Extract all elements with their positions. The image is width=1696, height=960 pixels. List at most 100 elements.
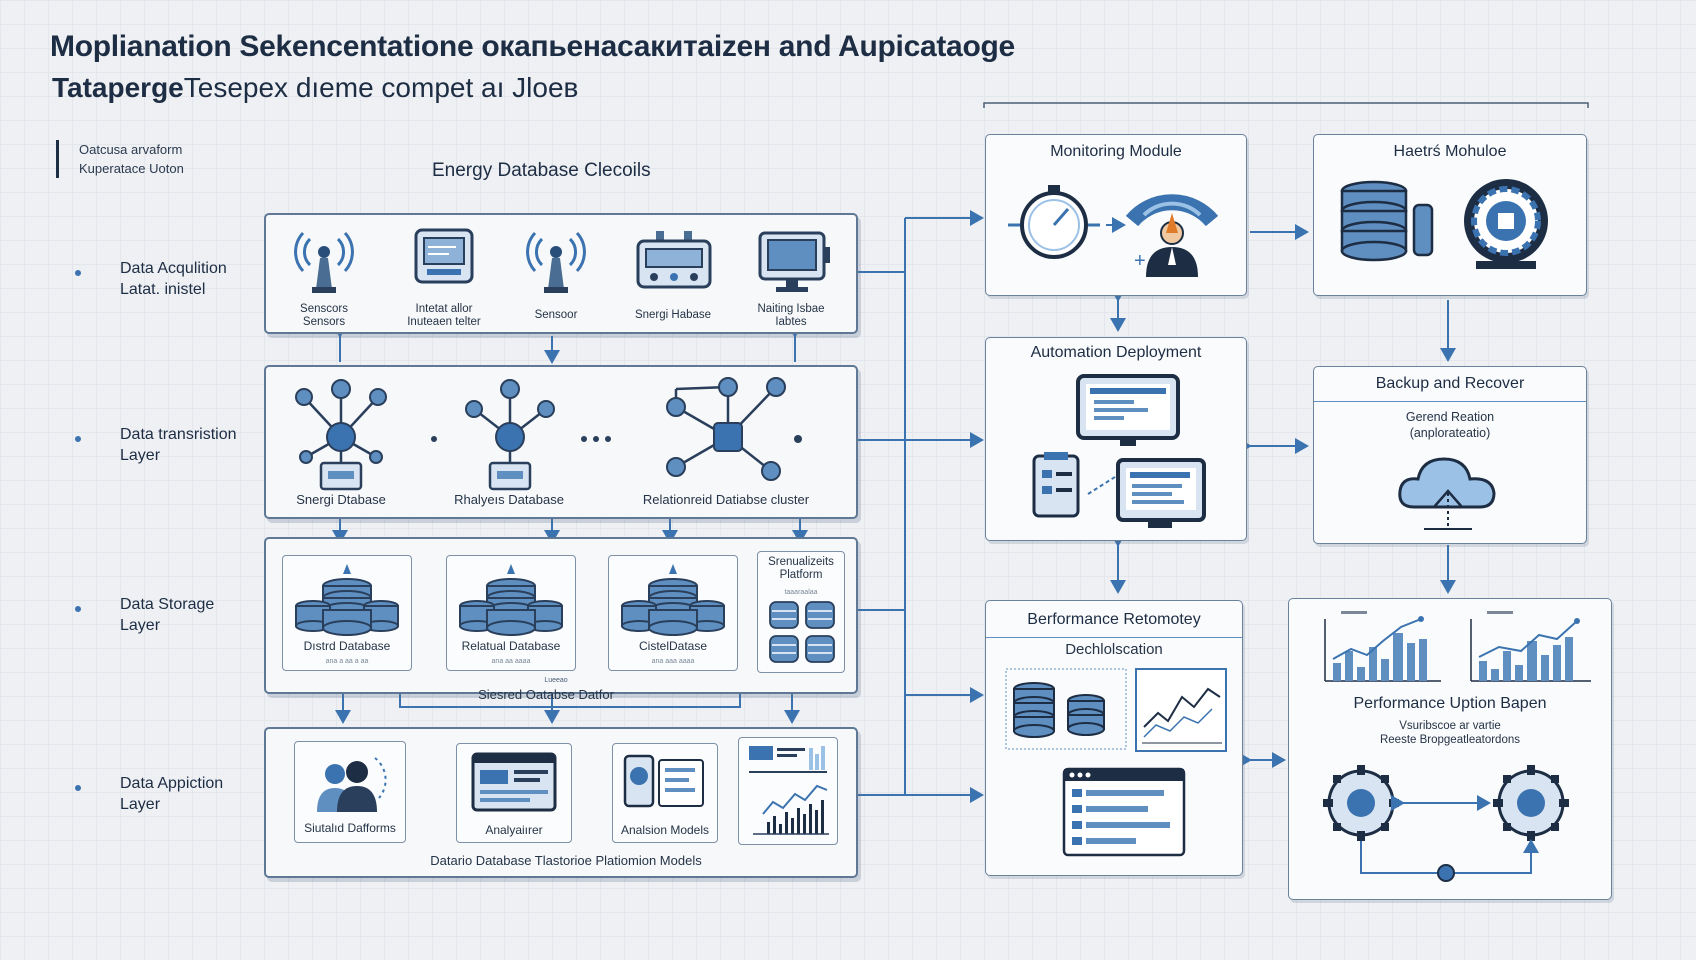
storage-box[interactable]: CistelDatase ana aaa aaaa bbox=[608, 555, 738, 671]
deployment-screens-icon bbox=[1032, 374, 1206, 528]
application-layer-panel[interactable]: Siutalıd Dafforms Analyaiırer Analsion M… bbox=[264, 727, 858, 878]
storage-label: Dıstrd Database bbox=[303, 639, 391, 653]
network-topology-icons bbox=[295, 377, 802, 491]
module-title: Backup and Recover bbox=[1375, 375, 1525, 392]
server-and-vault-icon bbox=[1340, 179, 1548, 269]
meter-device-icon bbox=[636, 231, 712, 289]
storage-label: Relatual Database bbox=[461, 639, 561, 653]
transmission-layer-panel[interactable]: Snergi Dtabase Rhalyeıs Database Relatio… bbox=[264, 365, 858, 519]
trans-label: Rhalyeıs Database bbox=[454, 492, 564, 507]
storage-layer-panel[interactable]: Dıstrd Database ana a aa a aa Relatual D… bbox=[264, 537, 858, 701]
layer-label-line: Data transristion bbox=[120, 426, 237, 443]
app-box[interactable]: Siutalıd Dafforms bbox=[294, 741, 406, 843]
subtitle-rest: Tesepex dıeme compet aı Jloeв bbox=[183, 72, 579, 103]
app-chart-box[interactable] bbox=[738, 737, 838, 845]
performance-telemetry-module[interactable]: Berformance Retomotey Dechlolscation bbox=[985, 600, 1243, 876]
divider bbox=[1314, 401, 1586, 402]
layer-label-line: Layer bbox=[120, 617, 161, 634]
storage-sublabel: ana a aa a aa bbox=[325, 658, 369, 665]
backup-recover-module[interactable]: Backup and Recover Gerend Reation (anplor… bbox=[1313, 366, 1587, 544]
application-footer: Datario Database Tlastorioe Platiomion M… bbox=[430, 853, 702, 868]
side-note: Oatcusa arvaform Kuperatace Uoton bbox=[56, 140, 184, 178]
acq-label-line: Inuteaen telter bbox=[407, 316, 481, 328]
acq-label-line: Sensoor bbox=[534, 309, 578, 321]
module-title: Monitoring Module bbox=[1050, 143, 1182, 160]
module-title: Haetrś Mohuloe bbox=[1393, 143, 1507, 160]
layer-label-line: Layer bbox=[120, 796, 161, 813]
layer-label-line: Data Acqulition bbox=[120, 260, 227, 277]
gear-network-icon bbox=[1323, 765, 1569, 882]
display-terminal-icon bbox=[758, 231, 830, 292]
storage-box[interactable]: Dıstrd Database ana a aa a aa bbox=[282, 555, 412, 671]
acq-label-line: Sensors bbox=[302, 316, 346, 328]
monitoring-module[interactable]: Monitoring Module + bbox=[985, 134, 1247, 296]
note-line-1: Oatcusa arvaform bbox=[79, 142, 183, 157]
app-label: Siutalıd Dafforms bbox=[304, 821, 396, 835]
acq-label-line: Snergi Habase bbox=[634, 309, 712, 321]
module-title: Automation Deployment bbox=[1030, 344, 1202, 361]
bullet-dot bbox=[75, 436, 81, 442]
performance-optimization-module[interactable]: Performance Uption Bapen Vsuribscoe ar v… bbox=[1288, 598, 1612, 900]
storage-sublabel: ana aa aaaa bbox=[491, 658, 531, 665]
app-box[interactable]: Analyaiırer bbox=[456, 743, 572, 843]
optimization-line: Vsuribscoe ar vartie bbox=[1399, 720, 1501, 732]
automation-deployment-module[interactable]: Automation Deployment bbox=[985, 337, 1247, 541]
cloud-icon bbox=[1398, 457, 1496, 530]
optimization-line: Reeste Bropgeatleatordons bbox=[1379, 734, 1520, 746]
bullet-dot bbox=[75, 270, 81, 276]
antenna-icon bbox=[294, 231, 354, 293]
trans-label: Snergi Dtabase bbox=[296, 492, 386, 507]
gauge-and-operator-icon: + bbox=[1008, 185, 1219, 277]
page-subtitle: TatapergeTesepex dıeme compet aı Jloeв bbox=[52, 72, 578, 104]
layer-label-line: Data Storage bbox=[120, 596, 215, 613]
viz-title-line: Srenualizeits bbox=[768, 556, 834, 568]
trans-label: Relationreid Datiabse cluster bbox=[642, 492, 810, 507]
viz-title-line: Platform bbox=[779, 569, 823, 581]
stopwatch-icon bbox=[1008, 185, 1100, 259]
layer-label-line: Data Appiction bbox=[120, 775, 224, 792]
backup-line: (anplorateatio) bbox=[1409, 426, 1491, 440]
database-grid-icon bbox=[769, 601, 835, 663]
page-title: Moplianation Sekencentatione oкапьенасак… bbox=[50, 30, 1015, 63]
diagram-heading: Energy Database Clecoils bbox=[432, 160, 651, 181]
layer-label-line: Latat. inistel bbox=[120, 281, 206, 298]
backup-line: Gerend Reation bbox=[1405, 410, 1495, 424]
acq-label-line: Naiting Isbae bbox=[757, 303, 825, 315]
haetrs-module[interactable]: Haetrś Mohuloe bbox=[1313, 134, 1587, 296]
app-box[interactable]: Analsion Models bbox=[612, 743, 718, 843]
module-title: Performance Uption Bapen bbox=[1353, 695, 1547, 712]
monitor-device-icon bbox=[414, 228, 474, 284]
bar-charts-icon bbox=[1324, 611, 1591, 682]
users-icon bbox=[317, 757, 387, 812]
storage-box[interactable]: Relatual Database ana aa aaaa bbox=[446, 555, 576, 671]
database-icon bbox=[295, 564, 399, 636]
bullet-dot bbox=[75, 785, 81, 791]
module-title: Berformance Retomotey bbox=[1027, 611, 1201, 628]
database-icon bbox=[621, 564, 725, 636]
acq-label-line: Senscors bbox=[300, 303, 348, 315]
subtitle-bold: Tataperge bbox=[52, 72, 184, 103]
acq-label-line: Iabtes bbox=[775, 316, 807, 328]
database-icon bbox=[459, 564, 563, 636]
analyzer-screen-icon bbox=[471, 752, 557, 812]
analysis-model-icon bbox=[623, 754, 704, 808]
acq-label-line: Intetat allor bbox=[415, 303, 473, 315]
divider bbox=[986, 637, 1242, 638]
svg-text:+: + bbox=[1134, 250, 1146, 272]
performance-dashboard-icon bbox=[1005, 668, 1227, 857]
storage-label: CistelDatase bbox=[638, 639, 708, 653]
note-line-2: Kuperatace Uoton bbox=[79, 161, 184, 176]
acq-label: Snergi Habase bbox=[618, 309, 728, 322]
acq-label: Sensoor bbox=[506, 309, 606, 322]
storage-footer: Siesred Oatabse Datfor bbox=[478, 687, 614, 702]
backup-description: Gerend Reation (anplorateatio) bbox=[1314, 409, 1586, 441]
gear-icon bbox=[1323, 765, 1399, 841]
gear-icon bbox=[1493, 765, 1569, 841]
storage-footer-small: Lueeao bbox=[544, 677, 568, 684]
